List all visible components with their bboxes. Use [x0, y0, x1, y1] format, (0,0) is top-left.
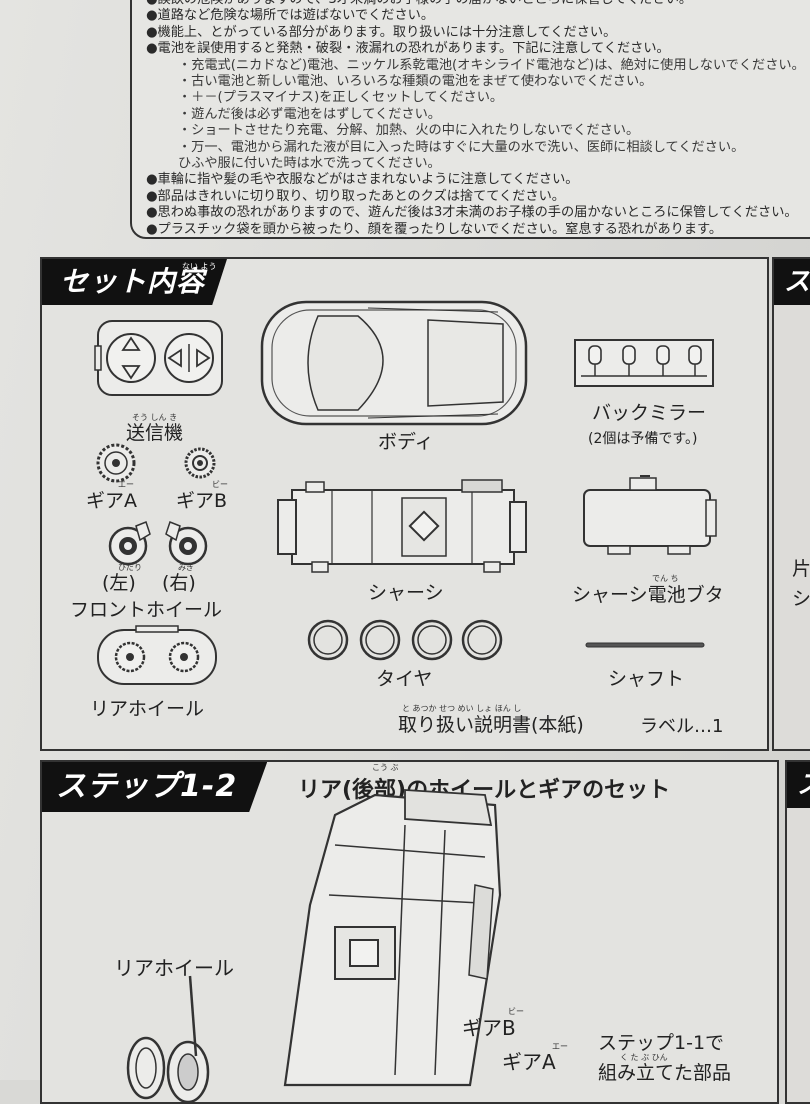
tires-illustration	[307, 619, 503, 661]
step-ref-ruby: く た ぶ ひん	[620, 1053, 668, 1062]
warning-line: ・古い電池と新しい電池、いろいろな種類の電池をまぜて使わないでください。	[178, 74, 653, 89]
left-ruby: ひだり	[118, 563, 142, 572]
front-wheel-right-label: (右)	[162, 572, 196, 594]
gear-b-illustration	[184, 447, 216, 479]
mirror-sprue-illustration	[574, 339, 714, 387]
chassis-label: シャーシ	[368, 582, 444, 604]
mirror-label: バックミラー	[592, 402, 707, 424]
front-wheel-left-illustration	[108, 521, 151, 566]
gear-b-ruby: ビー	[212, 480, 228, 489]
manual-ruby: と あつか せつ めい しょ ほん し	[402, 704, 522, 713]
step-gear-b-label: ギアB	[462, 1016, 516, 1040]
mirror-note: (2個は予備です。)	[588, 431, 698, 447]
side-step-tab-bottom: ス	[787, 762, 810, 808]
step-title-ruby: こう ぶ	[372, 763, 399, 772]
transmitter-label: 送信機	[126, 422, 184, 444]
warning-line: ・＋－(プラスマイナス)を正しくセットしてください。	[178, 90, 504, 106]
warning-line: ・遊んだ後は必ず電池をはずしてください。	[178, 106, 441, 122]
set-contents-ruby: ない よう	[182, 262, 217, 271]
front-wheel-label: フロントホイール	[70, 599, 223, 621]
warning-line: ●電池を誤使用すると発熱・破裂・液漏れの恐れがあります。下記に注意してください。	[146, 41, 670, 57]
step-ref-line2: 組み立てた部品	[598, 1062, 732, 1084]
warning-line: ●機能上、とがっている部分があります。取り扱いには十分注意してください。	[146, 24, 617, 40]
transmitter-illustration	[94, 320, 223, 396]
battery-cover-ruby: でん ち	[652, 574, 679, 583]
side-char-2: シ	[792, 588, 810, 610]
side-panel-top: ス 片 シ	[772, 257, 810, 751]
step-gear-a-ruby: エー	[552, 1042, 568, 1051]
body-label: ボディ	[378, 431, 434, 453]
rear-wheel-label: リアホイール	[90, 698, 205, 720]
battery-cover-label: シャーシ電池ブタ	[572, 584, 724, 606]
side-step-tab-top: ス	[774, 259, 810, 305]
shaft-illustration	[585, 642, 705, 648]
step-ref-line1: ステップ1-1で	[598, 1032, 725, 1054]
gear-b-label: ギアB	[176, 490, 228, 512]
front-wheel-left-label: (左)	[102, 572, 136, 594]
gear-a-ruby: エー	[118, 480, 134, 489]
step-badge: ステップ1-2	[42, 762, 268, 812]
step-chassis-illustration	[283, 789, 502, 1087]
side-char-1: 片	[792, 558, 810, 580]
warning-line: ●道路など危険な場所では遊ばないでください。	[146, 8, 435, 24]
chassis-illustration	[277, 479, 527, 573]
battery-cover-illustration	[583, 475, 717, 555]
warning-line: ・充電式(ニカドなど)電池、ニッケル系乾電池(オキシライド電池など)は、絶対に使…	[178, 57, 805, 73]
label-count: ラベル…1	[640, 716, 724, 737]
warning-line: ●思わぬ事故の恐れがありますので、遊んだ後は3才未満のお子様の手の届かないところ…	[146, 205, 798, 221]
step-gear-a-label: ギアA	[502, 1050, 556, 1074]
manual-label: 取り扱い説明書(本紙)	[398, 714, 584, 736]
set-contents-header: セット内容	[42, 259, 228, 305]
shaft-label: シャフト	[608, 668, 685, 690]
body-illustration	[260, 300, 528, 426]
rear-wheel-illustration	[97, 625, 217, 685]
warning-line: ひふや服に付いた時は水で洗ってください。	[178, 156, 441, 171]
gear-a-illustration	[96, 443, 136, 483]
warning-line: ●誤飲の危険がありますので、3才未満のお子様の手の届かないところに保管してくださ…	[146, 0, 692, 8]
warning-line: ・万一、電池から漏れた液が目に入った時はすぐに大量の水で洗い、医師に相談してくだ…	[178, 139, 745, 155]
step-rear-wheel-label: リアホイール	[114, 956, 234, 980]
warning-line: ●部品はきれいに切り取り、切り取ったあとのクズは捨ててください。	[146, 188, 565, 204]
gear-a-label: ギアA	[86, 490, 137, 512]
transmitter-ruby: そう しん き	[132, 413, 178, 422]
warning-line: ●プラスチック袋を頭から被ったり、顔を覆ったりしないでください。窒息する恐れがあ…	[146, 221, 723, 237]
side-panel-bottom: ス	[785, 760, 810, 1104]
warning-line: ・ショートさせたり充電、分解、加熱、火の中に入れたりしないでください。	[178, 123, 640, 139]
warning-line: ●車輪に指や髪の毛や衣服などがはさまれないように注意してください。	[146, 172, 579, 188]
step-arrow-illustration	[188, 975, 198, 1057]
step-gear-b-ruby: ビー	[508, 1007, 524, 1016]
front-wheel-right-illustration	[165, 521, 208, 566]
tire-label: タイヤ	[376, 668, 433, 690]
warning-box	[130, 0, 810, 239]
right-ruby: みぎ	[178, 563, 194, 572]
